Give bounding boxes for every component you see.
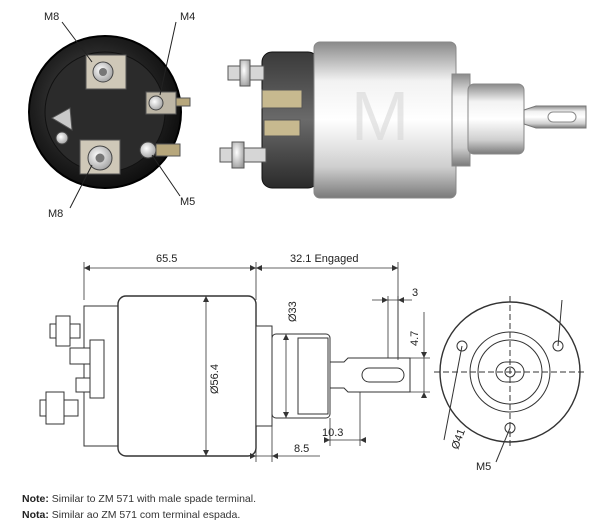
callout-m5: M5 [180,196,195,208]
dim-dia-bolt-circle: Ø41 [450,427,468,451]
m8-bottom-terminal [79,139,121,175]
dimension-arrows [84,265,427,459]
dim-dia-shaft: Ø33 [287,301,299,322]
dim-dia-body: Ø56.4 [209,364,221,394]
dim-tab-width: 4.7 [409,331,421,346]
note-english: Note: Similar to ZM 571 with male spade … [22,493,256,505]
photo-callouts [61,21,181,209]
note-portuguese-text: Similar ao ZM 571 com terminal espada. [48,509,241,521]
m5-terminal [139,141,181,159]
m4-terminal [145,91,191,115]
dim-thread: M5 [476,461,491,473]
dim-plunger-offset: 10.3 [322,427,343,439]
note-portuguese: Nota: Similar ao ZM 571 com terminal esp… [22,509,240,521]
dim-engaged: 32.1 Engaged [290,253,359,265]
callout-m4: M4 [180,11,195,23]
photo-side-view: M [219,41,587,199]
note-english-label: Note: [22,493,49,505]
dim-length-body: 65.5 [156,253,177,265]
note-english-text: Similar to ZM 571 with male spade termin… [48,493,257,505]
drawing-side-view [39,295,411,457]
svg-text:M: M [351,77,409,155]
side-terminal-upper [227,59,303,109]
drawing-front-view [434,296,586,463]
note-portuguese-label: Nota: [22,509,49,521]
dim-tab-thickness: 3 [412,287,418,299]
callout-m8-bottom: M8 [48,208,63,220]
callout-m8-top: M8 [44,11,59,23]
dim-flange: 8.5 [294,443,309,455]
photo-end-view [28,35,191,189]
side-terminal-lower [219,119,301,169]
m8-top-terminal [85,54,127,90]
